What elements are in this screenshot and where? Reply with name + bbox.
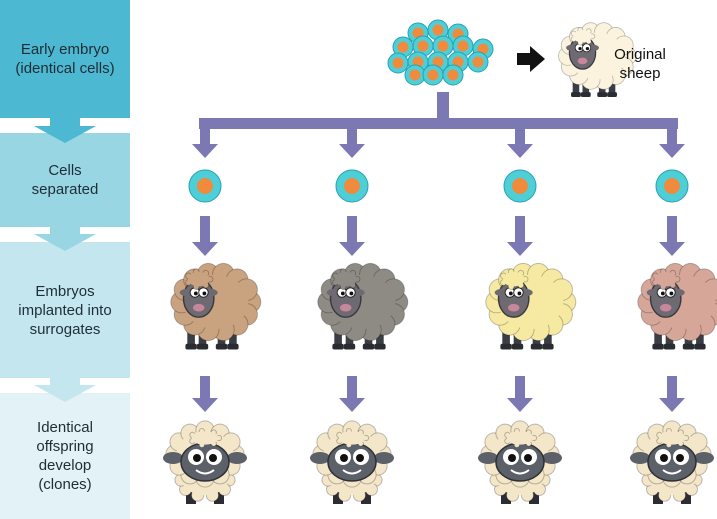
surrogate-sheep [485, 262, 577, 350]
down-arrow [192, 376, 218, 412]
embryo-cell [422, 64, 444, 86]
branch-arrow [507, 124, 533, 158]
branch-arrow [339, 124, 365, 158]
embryo-cell [392, 36, 414, 58]
step-label: Identical offspring develop (clones) [36, 419, 94, 493]
tree-bar [199, 118, 678, 129]
step-arrow-1 [34, 118, 96, 143]
surrogate-sheep [637, 262, 717, 350]
embryo-cell [467, 51, 489, 73]
step-early-embryo: Early embryo (identical cells) [0, 0, 130, 118]
original-sheep-label: Original sheep [614, 46, 666, 82]
embryo-cell [452, 35, 474, 57]
embryo-cell [404, 64, 426, 86]
separated-cell [335, 169, 369, 203]
separated-cell [655, 169, 689, 203]
down-arrow [507, 216, 533, 256]
surrogate-sheep [317, 262, 409, 350]
down-arrow [507, 376, 533, 412]
down-arrow [192, 216, 218, 256]
step-offspring-develop: Identical offspring develop (clones) [0, 393, 130, 519]
down-arrow [339, 216, 365, 256]
down-arrow [339, 376, 365, 412]
step-connector-arrows [34, 118, 96, 402]
clone-lamb [310, 420, 394, 504]
branch-arrow [192, 124, 218, 158]
separated-cells [188, 169, 689, 203]
step-arrow-3 [34, 378, 96, 402]
step-embryos-implanted: Embryos implanted into surrogates [0, 242, 130, 378]
step-label: Early embryo (identical cells) [15, 41, 115, 77]
down-arrow [659, 216, 685, 256]
clone-lamb [478, 420, 562, 504]
step-cells-separated: Cells separated [0, 133, 130, 227]
separated-cell [503, 169, 537, 203]
surrogate-sheep-row [170, 262, 717, 350]
down-arrow [659, 376, 685, 412]
original-sheep [558, 22, 637, 97]
clone-lamb-row [163, 420, 714, 504]
surrogate-sheep [170, 262, 262, 350]
separated-cell [188, 169, 222, 203]
black-arrow [517, 46, 545, 72]
embryo-cell [387, 52, 409, 74]
step-label: Embryos implanted into surrogates [18, 282, 112, 338]
step-arrow-2 [34, 227, 96, 251]
original-sheep-figure [558, 22, 637, 97]
embryo-cell [412, 35, 434, 57]
branch-arrow [659, 124, 685, 158]
step-label: Cells separated [31, 162, 99, 198]
embryo-cluster [387, 19, 494, 86]
distribution-tree [192, 92, 685, 412]
embryo-cell [427, 19, 449, 41]
embryo-cell [442, 64, 464, 86]
clone-lamb [630, 420, 714, 504]
tree-stem [437, 92, 449, 122]
clone-lamb [163, 420, 247, 504]
